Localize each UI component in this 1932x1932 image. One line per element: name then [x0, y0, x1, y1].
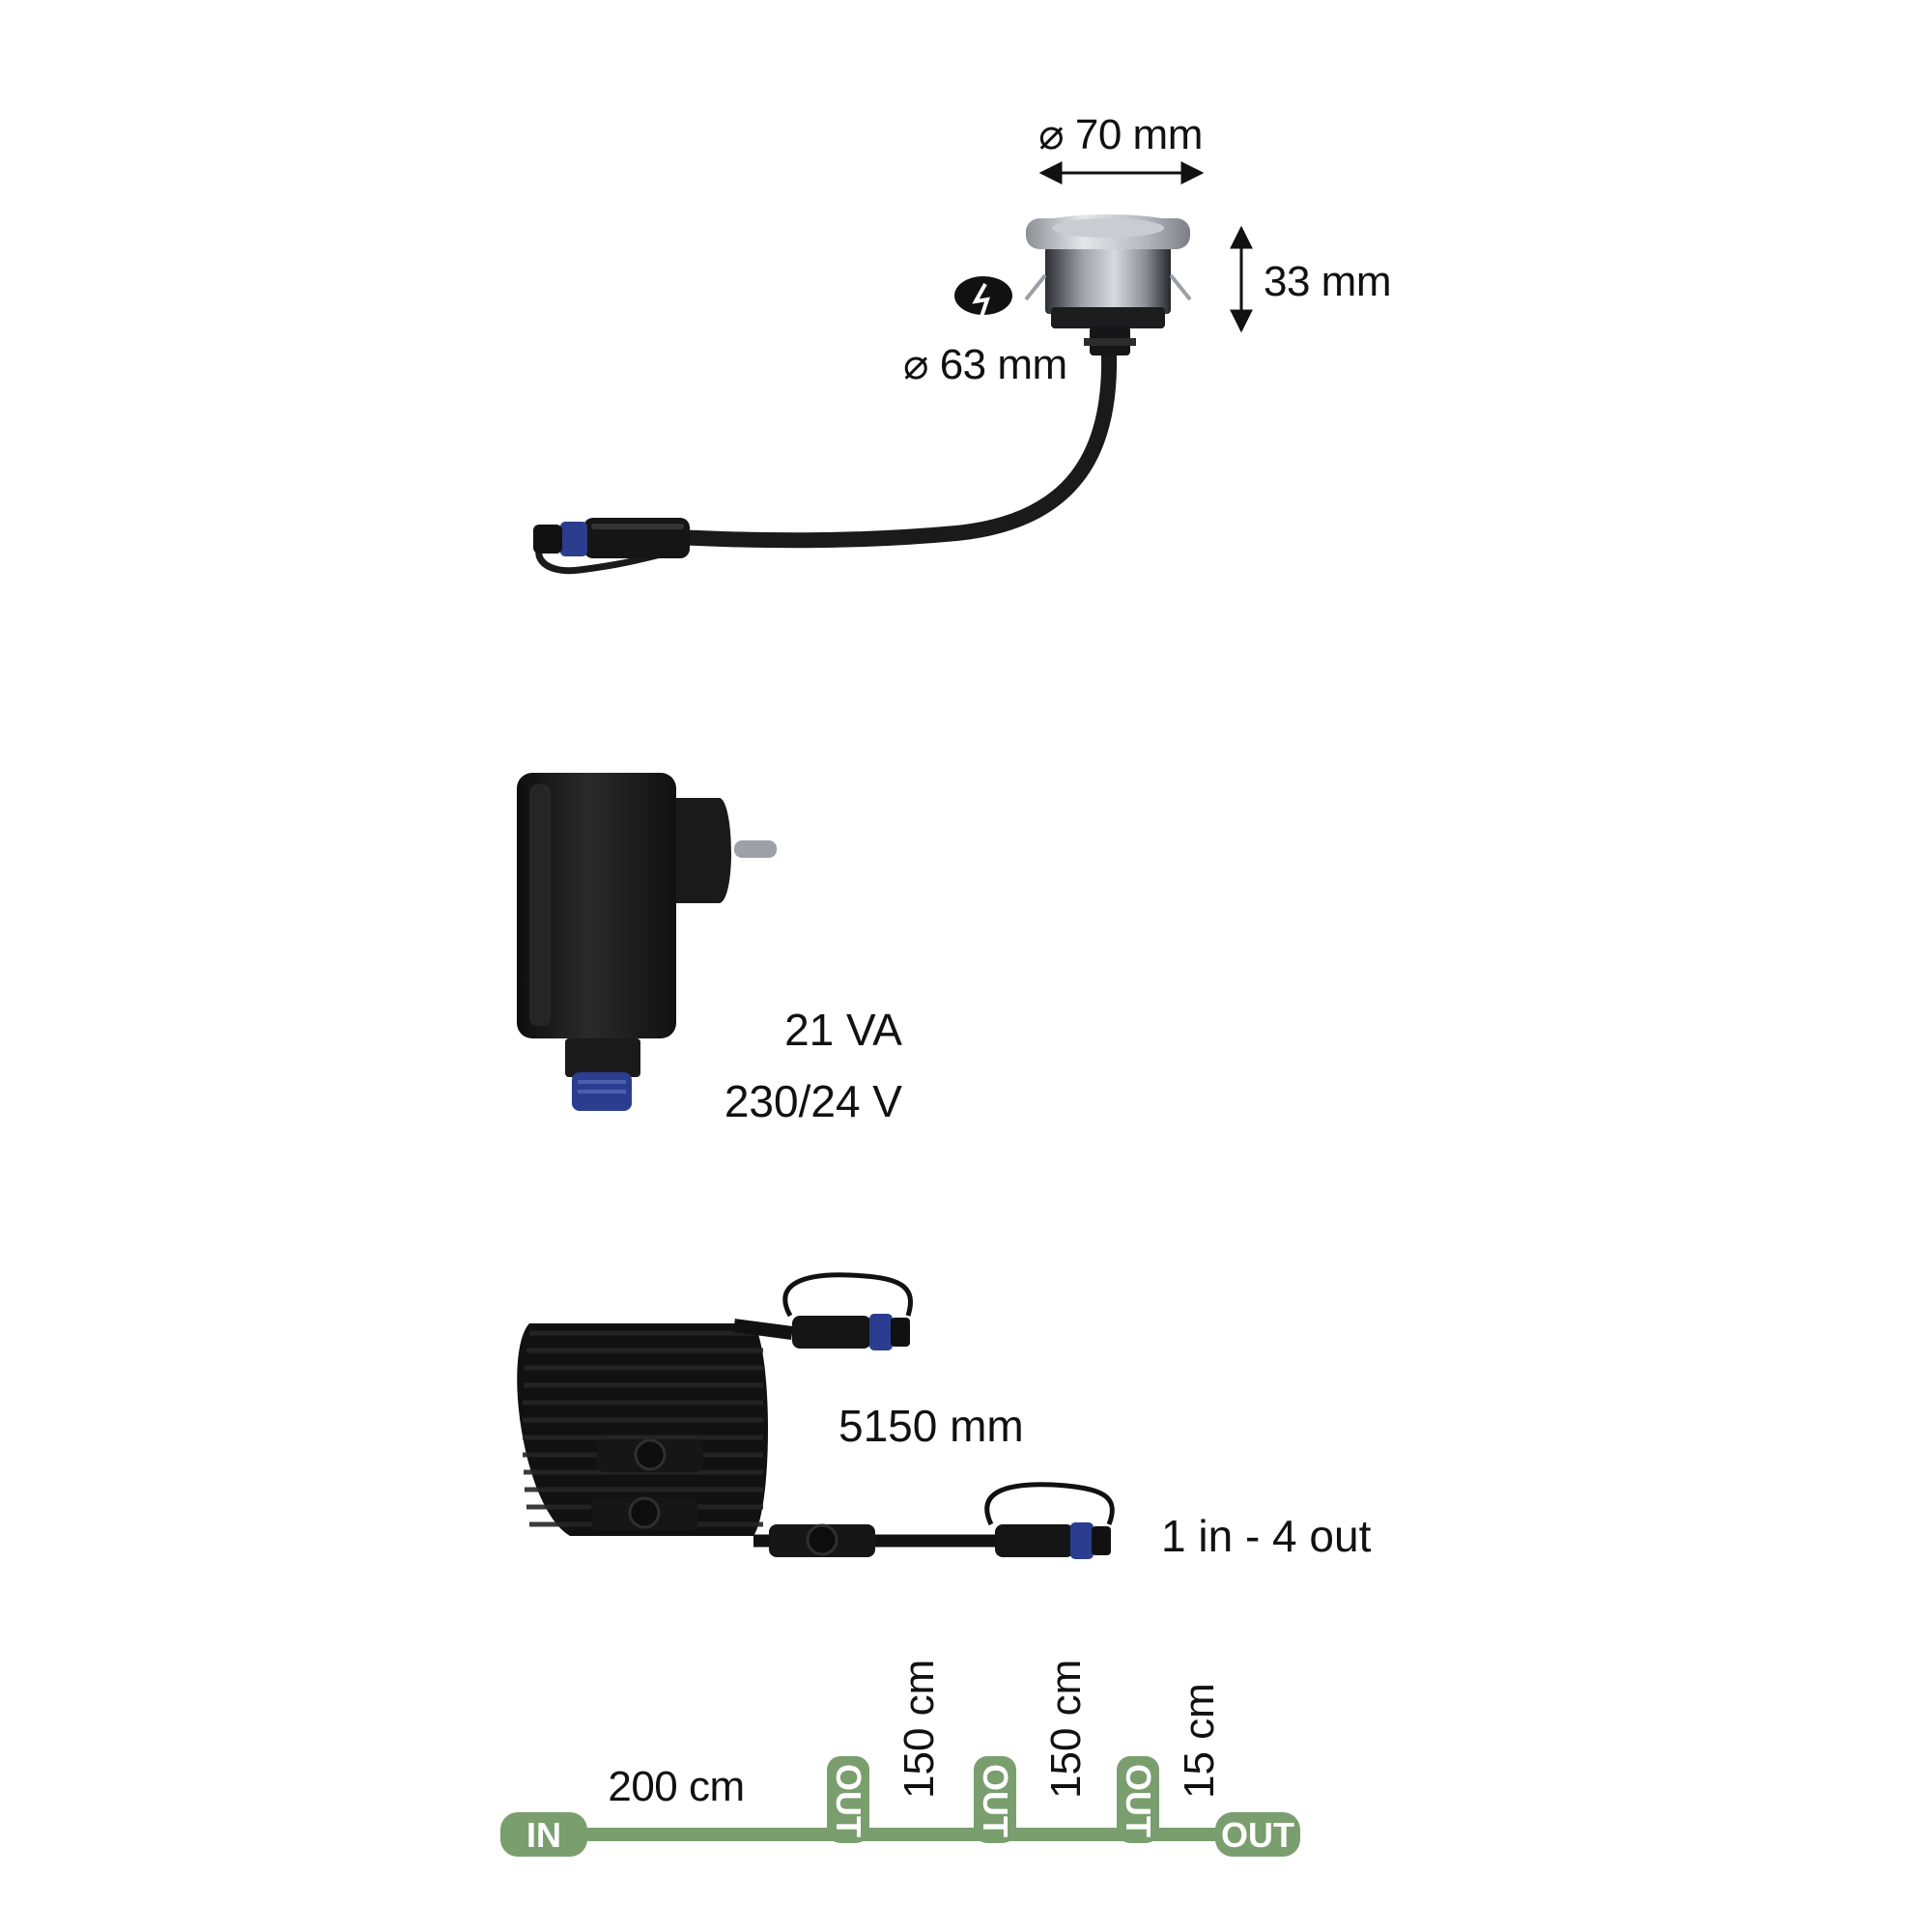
out-terminal: [1215, 1812, 1300, 1857]
segment-2-label: 150 cm: [895, 1660, 943, 1799]
tap-out-2: [974, 1756, 1016, 1843]
segment-1-label: 200 cm: [608, 1763, 744, 1810]
in-terminal: [500, 1812, 587, 1857]
segment-4-label: 15 cm: [1176, 1683, 1223, 1799]
cable-ports-label: 1 in - 4 out: [1161, 1511, 1372, 1561]
diagram-bus-line: [541, 1828, 1236, 1841]
diameter-top-label: ⌀ 70 mm: [1038, 111, 1203, 158]
tap-out-2-label: OUT: [976, 1764, 1015, 1837]
tap-out-1-label: OUT: [829, 1764, 868, 1837]
distribution-cable-coil: 5150 mm 1 in - 4 out: [517, 1272, 1372, 1561]
transformer-voltage-label: 230/24 V: [724, 1076, 902, 1126]
in-label: IN: [526, 1815, 561, 1855]
transformer-power-label: 21 VA: [784, 1005, 902, 1055]
tap-connector-icon: [591, 1438, 703, 1530]
out-end-label: OUT: [1221, 1815, 1294, 1855]
luminaire-cable: [668, 348, 1118, 549]
tap-out-1: [827, 1756, 869, 1843]
height-label: 33 mm: [1264, 258, 1391, 305]
segment-3-label: 150 cm: [1042, 1660, 1090, 1799]
wiring-diagram: IN OUT OUT OUT OUT 200 cm 150 cm 150 cm …: [500, 1660, 1300, 1857]
tap-out-3: [1117, 1756, 1159, 1843]
luminaire-connector-icon: [533, 518, 690, 558]
tap-out-3-label: OUT: [1119, 1764, 1158, 1837]
drill-cutout-icon: [954, 276, 1012, 329]
cutout-diameter-label: ⌀ 63 mm: [903, 341, 1067, 388]
cable-length-label: 5150 mm: [838, 1401, 1024, 1451]
plug-in-transformer: 21 VA 230/24 V: [517, 773, 902, 1126]
recessed-luminaire: ⌀ 70 mm 33 mm ⌀ 63 mm: [533, 111, 1391, 575]
